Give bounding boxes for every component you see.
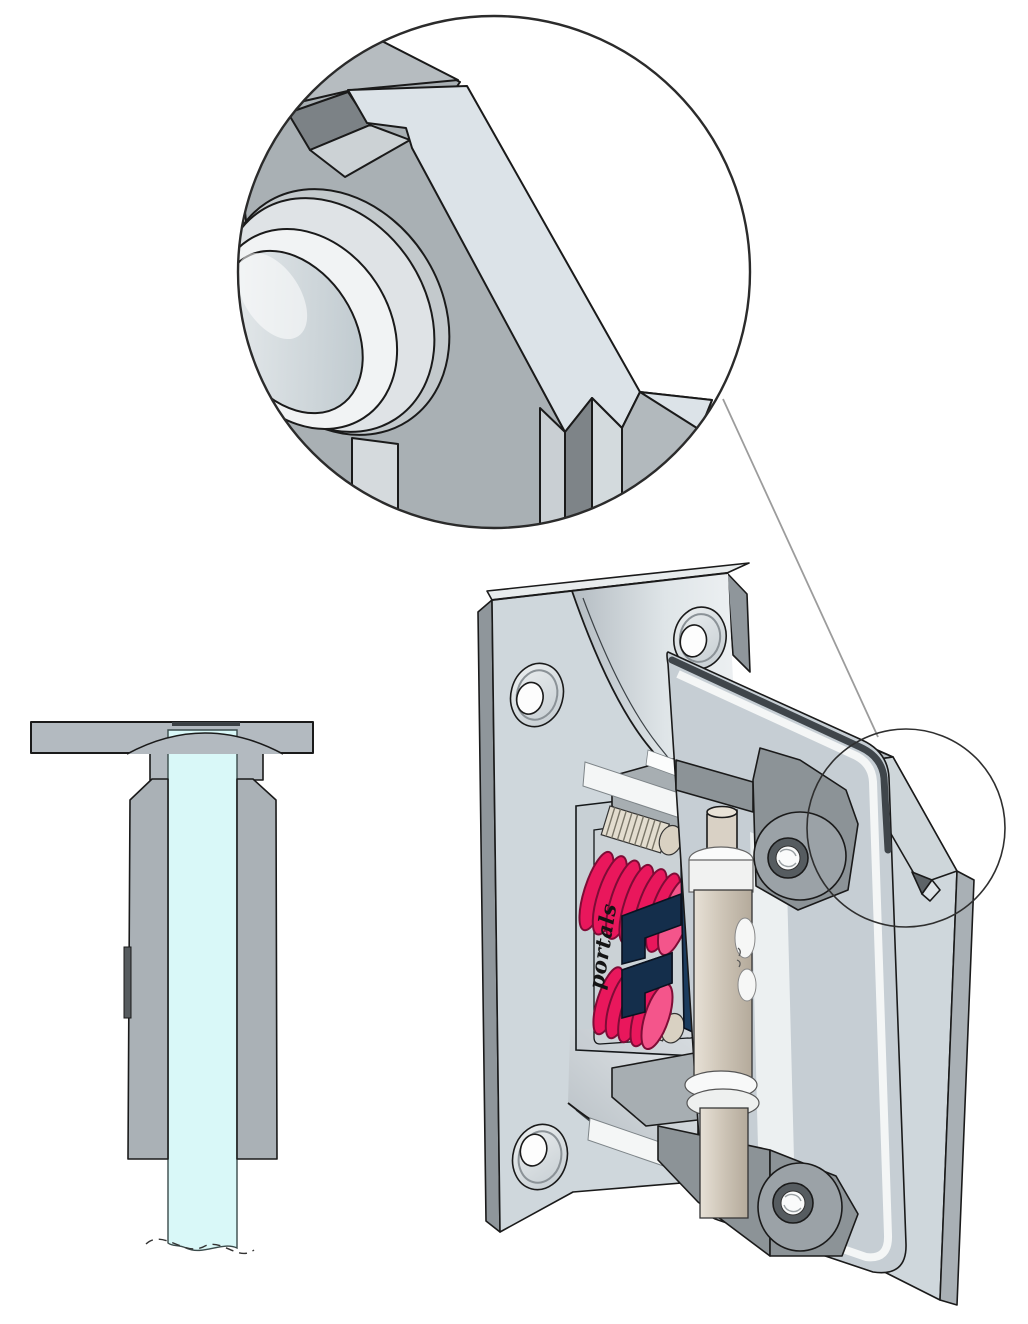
detail-circle-outline [236, 14, 752, 530]
inner-plate-highlight [750, 832, 796, 1238]
clamp-jaw-left [127, 778, 169, 1160]
gasket-white-band [676, 670, 893, 1262]
pin-head-top [706, 805, 738, 819]
edge-groove-notch-face [921, 879, 941, 902]
jaw-side-tab [123, 946, 132, 1019]
isometric-view: portals [477, 562, 975, 1306]
side-section-view [30, 721, 314, 1255]
wall-plate-right-edge [726, 572, 751, 673]
detail-step-dark [564, 397, 593, 528]
shaft-cutout-1 [734, 917, 756, 959]
glass-panel [167, 729, 238, 1252]
wall-plate-top-edge [491, 572, 728, 601]
pin-marking [736, 947, 741, 968]
pin-shaft-lower [699, 1107, 749, 1219]
gasket-dark-strip [668, 656, 892, 854]
clamp-neck-right [235, 751, 264, 781]
detail-source-circle [806, 728, 1006, 928]
countersunk-hole-top-left [509, 662, 565, 728]
detail-callout-view [236, 14, 752, 530]
hinge-arm-upper [752, 747, 859, 911]
leader-line [722, 398, 879, 738]
clamp-jaw-right [236, 778, 278, 1160]
cam-bracket-front-flange [621, 951, 673, 1020]
detail-bottom-strip [351, 437, 399, 528]
detail-bore-highlight [238, 252, 308, 340]
hinge-arm-lower [757, 1149, 859, 1257]
detail-step-light [539, 407, 566, 528]
glass-break-line [145, 1238, 255, 1255]
bushing-body [688, 859, 754, 893]
arm-back-upper [675, 759, 754, 813]
shaft-cutout-2 [737, 968, 757, 1002]
dome-cover-arc [126, 732, 284, 755]
countersunk-hole-bottom-left [511, 1123, 569, 1191]
hinge-pin-assembly [657, 759, 771, 1257]
door-plate-side-band [939, 870, 975, 1306]
adjustment-screw-top [600, 805, 683, 856]
